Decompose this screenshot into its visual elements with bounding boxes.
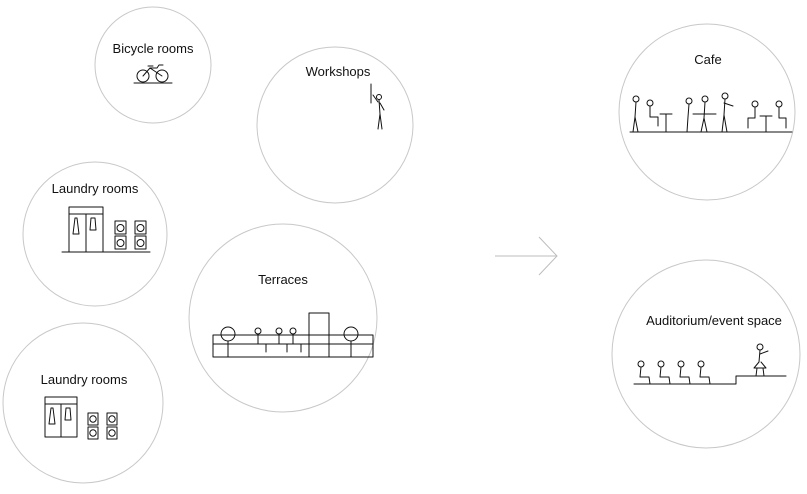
bicycle-rooms-label: Bicycle rooms [113, 41, 194, 56]
cafe-bubble: Cafe [618, 23, 796, 201]
terraces-bubble: Terraces [188, 223, 378, 413]
laundry-rooms-upper-label: Laundry rooms [52, 181, 139, 196]
terraces-label: Terraces [258, 272, 308, 287]
workshops-bubble: Workshops [256, 46, 414, 204]
auditorium-bubble: Auditorium/event space [611, 259, 801, 449]
bicycle-rooms-bubble: Bicycle rooms [94, 6, 212, 124]
laundry-rooms-lower-label: Laundry rooms [41, 372, 128, 387]
laundry-icon [44, 396, 118, 440]
workshops-label: Workshops [306, 64, 371, 79]
bicycle-icon [133, 64, 173, 84]
laundry-rooms-lower-bubble: Laundry rooms [2, 322, 164, 484]
terrace-seating-icon [212, 312, 374, 358]
cafe-label: Cafe [694, 52, 721, 67]
laundry-icon [61, 206, 151, 253]
laundry-rooms-upper-bubble: Laundry rooms [22, 161, 168, 307]
arrow-right-icon [495, 236, 558, 276]
cafe-people-icon [629, 92, 793, 133]
auditorium-label: Auditorium/event space [646, 313, 782, 328]
worker-icon [370, 83, 385, 130]
audience-stage-icon [633, 343, 787, 385]
